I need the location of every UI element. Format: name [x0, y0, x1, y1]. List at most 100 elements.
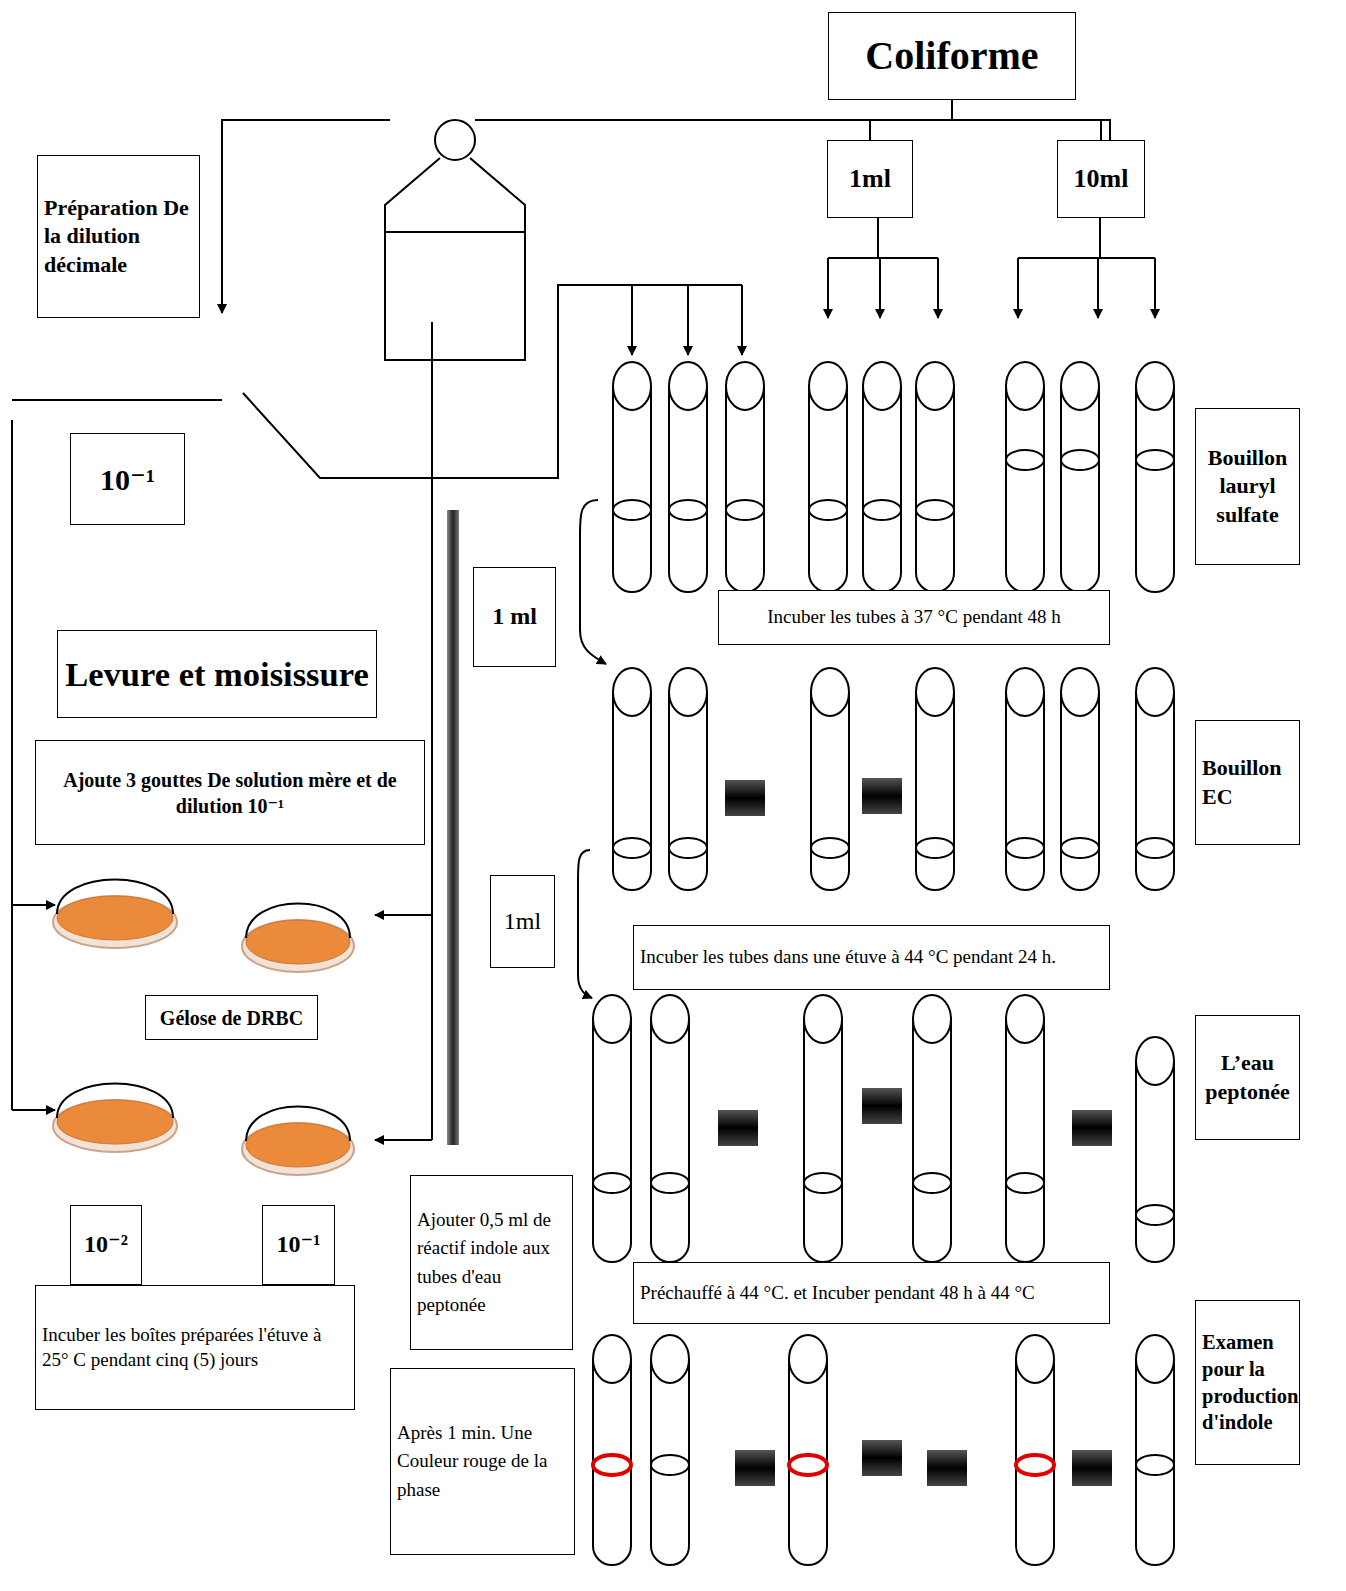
text-box: Après 1 min. Une Couleur rouge de la pha… — [390, 1368, 575, 1555]
text-box: Coliforme — [828, 12, 1076, 100]
test-tube — [916, 668, 954, 890]
test-tube — [1061, 668, 1099, 890]
test-tube — [1136, 362, 1174, 592]
bracket-arrow — [580, 500, 606, 664]
text-box: Préparation De la dilution décimale — [37, 155, 200, 318]
arrow — [687, 285, 689, 355]
text-box: Incuber les tubes à 37 °C pendant 48 h — [718, 590, 1110, 645]
negative-mark — [862, 1088, 902, 1124]
test-tube — [1006, 668, 1044, 890]
negative-mark — [718, 1110, 758, 1146]
wire — [1018, 218, 1155, 258]
test-tube — [593, 1335, 631, 1565]
box-text: 10⁻¹ — [269, 1229, 328, 1260]
text-box: Ajoute 3 gouttes De solution mère et de … — [35, 740, 425, 845]
negative-mark — [862, 1440, 902, 1476]
text-box: Incuber les tubes dans une étuve à 44 °C… — [633, 925, 1110, 990]
text-box: Levure et moisissure — [57, 630, 377, 718]
negative-mark — [927, 1450, 967, 1486]
box-text: Bouillon EC — [1202, 754, 1293, 811]
petri-dish — [53, 1084, 177, 1153]
text-box: L’eau peptonée — [1195, 1015, 1300, 1140]
box-text: 10⁻¹ — [77, 460, 178, 499]
test-tube — [1136, 668, 1174, 890]
text-box: Incuber les boîtes préparées l'étuve à 2… — [35, 1285, 355, 1410]
box-text: Examen pour la production d'indole — [1202, 1329, 1293, 1436]
test-tube — [804, 995, 842, 1262]
text-box: 10⁻¹ — [70, 433, 185, 525]
arrow — [741, 285, 743, 355]
negative-mark — [1072, 1110, 1112, 1146]
test-tube — [809, 362, 847, 592]
test-tube — [669, 668, 707, 890]
arrow — [375, 914, 432, 916]
wire — [243, 285, 742, 478]
test-tube — [1136, 1037, 1174, 1262]
box-text: Bouillon lauryl sulfate — [1202, 444, 1293, 530]
test-tube — [789, 1335, 827, 1565]
test-tube — [651, 995, 689, 1262]
flask-body — [385, 158, 525, 360]
text-box: 10⁻² — [70, 1205, 142, 1285]
test-tube — [651, 1335, 689, 1565]
petri-dish — [242, 1107, 354, 1176]
box-text: Incuber les tubes à 37 °C pendant 48 h — [725, 605, 1103, 630]
box-text: Préparation De la dilution décimale — [44, 194, 193, 280]
arrow — [12, 1109, 55, 1111]
test-tube — [863, 362, 901, 592]
test-tube — [1061, 362, 1099, 592]
test-tube — [669, 362, 707, 592]
test-tube — [1006, 995, 1044, 1262]
test-tube — [726, 362, 764, 592]
text-box: Examen pour la production d'indole — [1195, 1300, 1300, 1465]
text-box: 10⁻¹ — [262, 1205, 335, 1285]
text-box: Préchauffé à 44 °C. et Incuber pendant 4… — [633, 1262, 1110, 1324]
arrow — [1097, 258, 1099, 318]
box-text: Préchauffé à 44 °C. et Incuber pendant 4… — [640, 1281, 1103, 1306]
wire — [828, 218, 938, 258]
arrow — [12, 904, 55, 906]
box-text: Coliforme — [835, 30, 1069, 82]
text-box: 1ml — [827, 140, 913, 218]
text-box: Bouillon lauryl sulfate — [1195, 408, 1300, 565]
wire — [431, 322, 433, 1140]
bracket-arrow — [578, 850, 592, 998]
flask-neck — [435, 120, 475, 160]
box-text: Incuber les tubes dans une étuve à 44 °C… — [640, 945, 1103, 970]
wire — [222, 120, 390, 313]
box-text: 10⁻² — [77, 1229, 135, 1260]
box-text: 1 ml — [480, 601, 549, 632]
test-tube — [1016, 1335, 1054, 1565]
test-tube — [1006, 362, 1044, 592]
box-text: 1ml — [497, 906, 548, 937]
connector — [870, 100, 952, 140]
box-text: Gélose de DRBC — [152, 1005, 311, 1031]
box-text: Ajouter 0,5 ml de réactif indole aux tub… — [417, 1206, 566, 1320]
box-text: Incuber les boîtes préparées l'étuve à 2… — [42, 1323, 348, 1372]
arrow — [631, 285, 633, 355]
transfer-bar — [447, 510, 459, 1145]
text-box: Ajouter 0,5 ml de réactif indole aux tub… — [410, 1175, 573, 1350]
test-tube — [811, 668, 849, 890]
test-tube — [613, 668, 651, 890]
text-box: Bouillon EC — [1195, 720, 1300, 845]
negative-mark — [735, 1450, 775, 1486]
negative-mark — [1072, 1450, 1112, 1486]
text-box: Gélose de DRBC — [145, 995, 318, 1040]
arrow — [1017, 258, 1019, 318]
box-text: 10ml — [1064, 162, 1138, 196]
wire — [475, 120, 1110, 140]
connector — [952, 100, 1101, 140]
test-tube — [913, 995, 951, 1262]
box-text: L’eau peptonée — [1202, 1049, 1293, 1106]
test-tube — [916, 362, 954, 592]
arrow — [827, 258, 829, 318]
arrow — [937, 258, 939, 318]
test-tube — [1136, 1335, 1174, 1565]
text-box: 1ml — [490, 875, 555, 968]
box-text: Après 1 min. Une Couleur rouge de la pha… — [397, 1419, 568, 1505]
test-tube — [593, 995, 631, 1262]
petri-dish — [242, 904, 354, 973]
negative-mark — [862, 778, 902, 814]
arrow — [879, 258, 881, 318]
